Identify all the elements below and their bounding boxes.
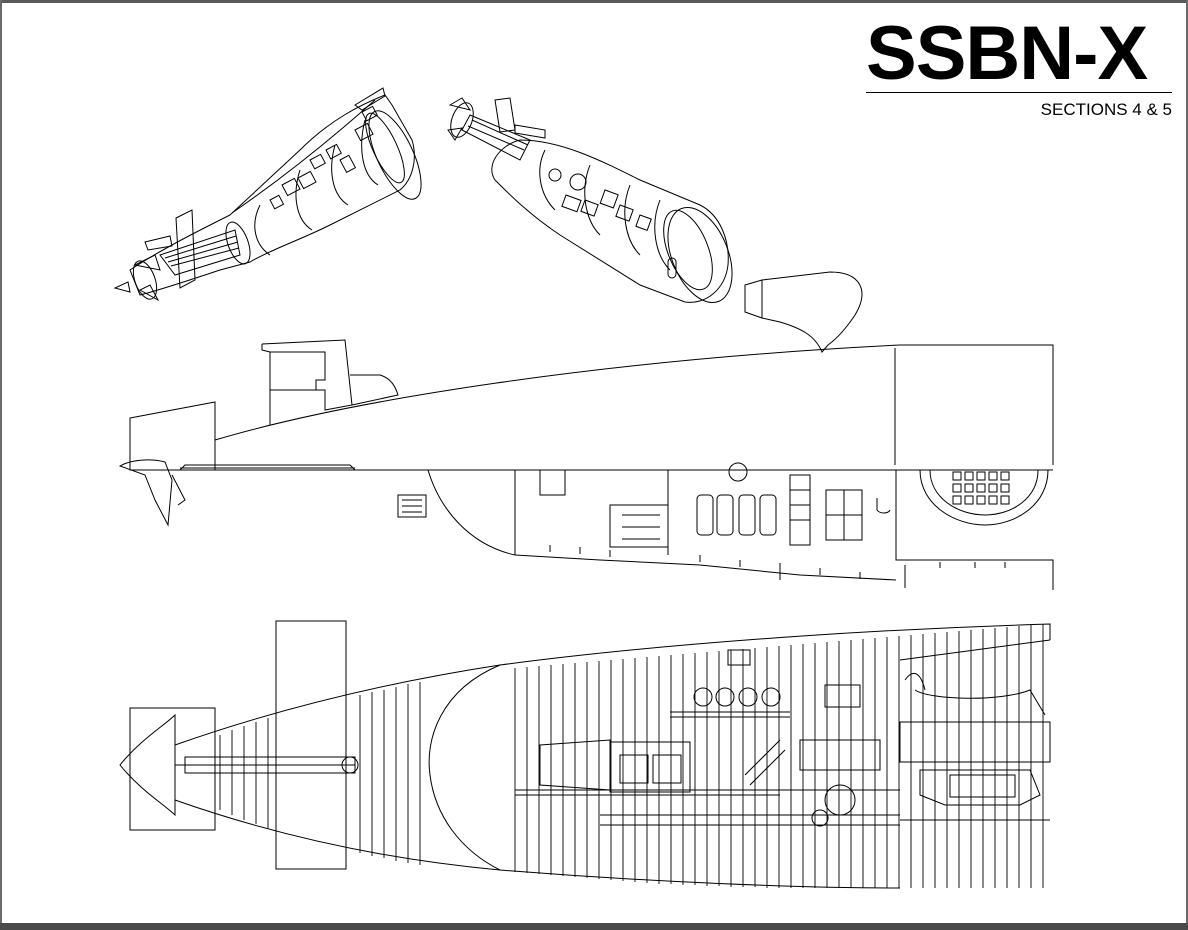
plan-view — [120, 621, 1050, 888]
hull-ribs — [220, 624, 1043, 888]
drawing-title: SSBN-X — [866, 11, 1148, 96]
isometric-cutaway-right — [446, 98, 744, 312]
title-underline — [866, 92, 1172, 93]
page-frame-left — [0, 0, 2, 930]
page-frame-top — [0, 0, 1188, 3]
isometric-cutaway-left — [115, 88, 432, 302]
page-frame-bottom — [0, 923, 1188, 930]
side-profile-view — [120, 272, 1053, 590]
page-frame-right — [1186, 0, 1188, 930]
drawing-subtitle: SECTIONS 4 & 5 — [1040, 100, 1172, 119]
missile-tube-grid — [953, 472, 1009, 504]
